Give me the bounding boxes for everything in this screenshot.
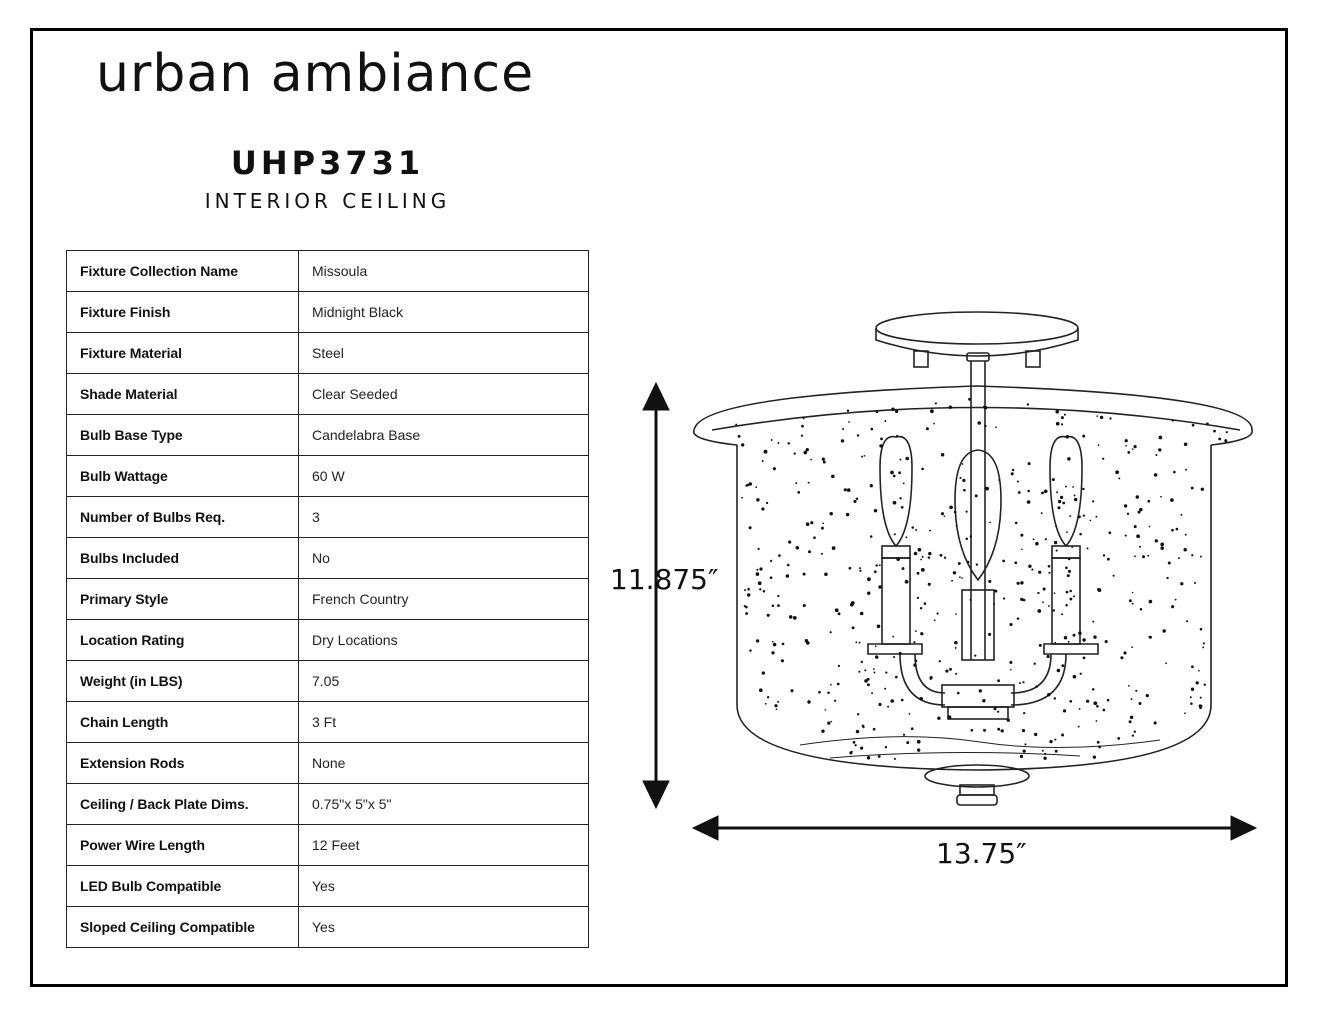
spec-value: 0.75"x 5"x 5" [298, 783, 589, 825]
spec-value: Dry Locations [298, 619, 589, 661]
candle-arms-icon [867, 435, 1099, 720]
height-dimension-arrow [642, 381, 670, 810]
spec-value: Yes [298, 906, 589, 948]
spec-label: Power Wire Length [66, 824, 299, 866]
glass-shade-icon [692, 385, 1253, 771]
width-dimension-arrow [691, 815, 1258, 841]
spec-value: No [298, 537, 589, 579]
spec-label: Chain Length [66, 701, 299, 743]
spec-value: Candelabra Base [298, 414, 589, 456]
spec-label: Fixture Material [66, 332, 299, 374]
spec-label: Bulb Wattage [66, 455, 299, 497]
spec-value: Clear Seeded [298, 373, 589, 415]
spec-value: 3 Ft [298, 701, 589, 743]
brand-logo: urban ambiance [96, 44, 535, 104]
spec-value: 7.05 [298, 660, 589, 702]
spec-label: Fixture Finish [66, 291, 299, 333]
spec-value: French Country [298, 578, 589, 620]
spec-label: Shade Material [66, 373, 299, 415]
spec-value: Steel [298, 332, 589, 374]
fixture-drawing [642, 311, 1258, 841]
spec-label: Sloped Ceiling Compatible [66, 906, 299, 948]
finial-icon [924, 764, 1030, 806]
spec-label: Ceiling / Back Plate Dims. [66, 783, 299, 825]
model-number: UHP3731 [230, 144, 425, 182]
canopy-icon [875, 311, 1079, 660]
width-dimension-label: 13.75″ [936, 837, 1027, 870]
product-category: INTERIOR CEILING [204, 189, 451, 213]
spec-value: 12 Feet [298, 824, 589, 866]
spec-row: Ceiling / Back Plate Dims.0.75"x 5"x 5" [66, 783, 589, 825]
spec-label: LED Bulb Compatible [66, 865, 299, 907]
spec-value: Yes [298, 865, 589, 907]
spec-label: Bulbs Included [66, 537, 299, 579]
spec-label: Fixture Collection Name [66, 250, 299, 292]
spec-value: 3 [298, 496, 589, 538]
spec-row: Number of Bulbs Req.3 [66, 496, 589, 538]
spec-label: Weight (in LBS) [66, 660, 299, 702]
spec-row: Weight (in LBS)7.05 [66, 660, 589, 702]
spec-label: Location Rating [66, 619, 299, 661]
spec-value: Missoula [298, 250, 589, 292]
seeded-glass-dots [735, 397, 1228, 760]
spec-label: Extension Rods [66, 742, 299, 784]
spec-value: 60 W [298, 455, 589, 497]
spec-value: Midnight Black [298, 291, 589, 333]
page-border [30, 28, 1288, 987]
spec-label: Primary Style [66, 578, 299, 620]
spec-value: None [298, 742, 589, 784]
spec-label: Bulb Base Type [66, 414, 299, 456]
height-dimension-label: 11.875″ [610, 563, 719, 596]
spec-label: Number of Bulbs Req. [66, 496, 299, 538]
